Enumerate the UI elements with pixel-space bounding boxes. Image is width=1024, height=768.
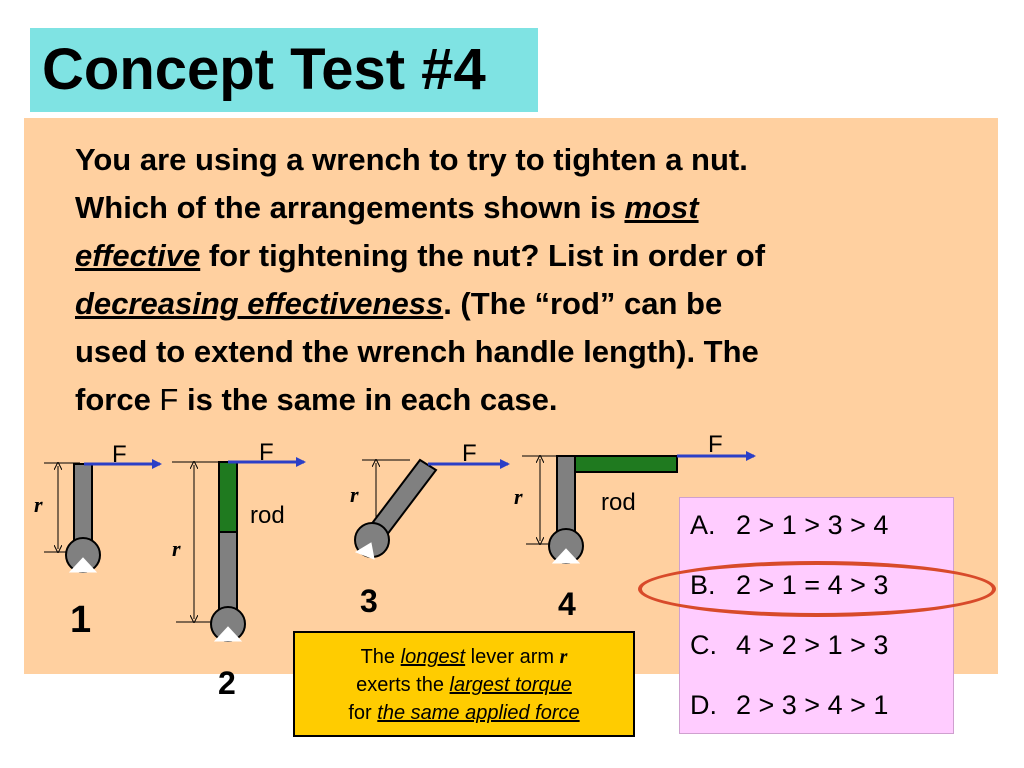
question-line-4: decreasing effectiveness. (The “rod” can… xyxy=(75,286,723,321)
question-text: You are using a wrench to try to tighten… xyxy=(75,136,975,424)
page-title: Concept Test #4 xyxy=(42,37,486,102)
force-label-4: F xyxy=(708,431,723,458)
question-line-5: used to extend the wrench handle length)… xyxy=(75,334,759,369)
rod-4 xyxy=(574,455,678,473)
question-line-1: You are using a wrench to try to tighten… xyxy=(75,142,748,177)
lever-label-2: r xyxy=(172,536,181,561)
force-label-2: F xyxy=(259,439,274,466)
note-line-2: exerts the largest torque xyxy=(356,674,572,696)
explanation-note: The longest lever arm r exerts the large… xyxy=(293,631,635,737)
emphasis-most: most xyxy=(624,190,699,225)
diagram-number-2: 2 xyxy=(218,665,236,701)
force-label-1: F xyxy=(112,441,127,468)
question-line-2: Which of the arrangements shown is most xyxy=(75,190,699,225)
question-line-6: force F is the same in each case. xyxy=(75,382,558,417)
answer-d[interactable]: D.2 > 3 > 4 > 1 xyxy=(690,690,889,720)
lever-label-3: r xyxy=(350,482,359,507)
emphasis-decreasing: decreasing effectiveness xyxy=(75,286,444,321)
force-label-3: F xyxy=(462,440,477,467)
note-line-1: The longest lever arm r xyxy=(360,646,568,668)
emphasis-effective: effective xyxy=(75,238,201,273)
wrench-1: r F 1 xyxy=(34,441,162,641)
diagram-number-1: 1 xyxy=(70,599,91,641)
lever-label-4: r xyxy=(514,484,523,509)
wrench-2: r F rod 2 xyxy=(172,439,306,701)
lever-label-1: r xyxy=(34,492,43,517)
note-line-3: for the same applied force xyxy=(348,702,580,724)
rod-label-4: rod xyxy=(601,489,636,516)
diagram-number-3: 3 xyxy=(360,583,378,619)
answer-a[interactable]: A.2 > 1 > 3 > 4 xyxy=(690,510,889,540)
question-line-3: effective for tightening the nut? List i… xyxy=(75,238,766,273)
correct-answer-highlight xyxy=(638,561,996,617)
wrench-3: r F 3 xyxy=(350,440,510,619)
title-box: Concept Test #4 xyxy=(30,28,538,112)
wrench-4: r F rod 4 xyxy=(514,431,756,622)
diagram-number-4: 4 xyxy=(558,586,576,622)
rod-label-2: rod xyxy=(250,502,285,529)
answer-c[interactable]: C.4 > 2 > 1 > 3 xyxy=(690,630,889,660)
rod-2 xyxy=(218,461,238,533)
